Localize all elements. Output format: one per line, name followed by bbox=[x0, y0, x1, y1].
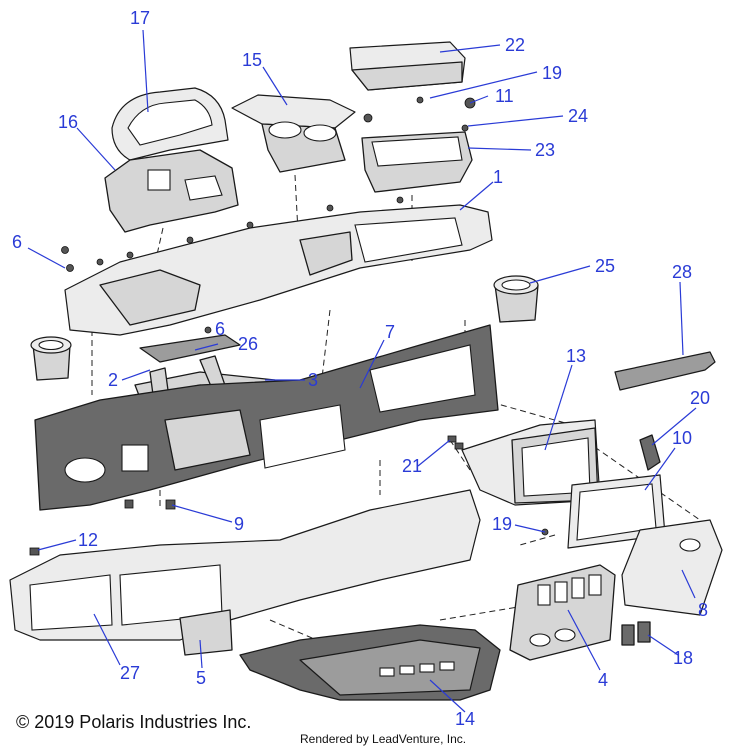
callout-24: 24 bbox=[568, 106, 588, 126]
callout-21: 21 bbox=[402, 456, 422, 476]
part-20-latch bbox=[639, 434, 661, 471]
part-4-switch-panel bbox=[509, 564, 616, 661]
callout-14: 14 bbox=[455, 709, 475, 729]
callout-15: 15 bbox=[242, 50, 262, 70]
callout-28: 28 bbox=[672, 262, 692, 282]
callout-19: 19 bbox=[542, 63, 562, 83]
copyright-notice: © 2019 Polaris Industries Inc. bbox=[16, 712, 252, 732]
part-7-main-dash-frame bbox=[34, 324, 499, 511]
callout-4: 4 bbox=[598, 670, 608, 690]
part-22-storage-lid bbox=[349, 41, 466, 91]
part-8-glove-box-door bbox=[621, 519, 723, 616]
callout-numbers: 17 22 15 19 11 24 16 23 1 6 25 28 7 6 26… bbox=[12, 8, 710, 729]
callout-11: 11 bbox=[495, 86, 514, 106]
callout-10: 10 bbox=[672, 428, 692, 448]
part-17-gauge-bezel bbox=[111, 87, 229, 161]
callout-22: 22 bbox=[505, 35, 525, 55]
callout-8: 8 bbox=[698, 600, 708, 620]
callout-26: 26 bbox=[238, 334, 258, 354]
part-18-switches bbox=[621, 621, 651, 646]
callout-1: 1 bbox=[493, 167, 503, 187]
callout-7: 7 bbox=[385, 322, 395, 342]
part-1-upper-dash bbox=[64, 196, 493, 336]
part-16-gauge-housing bbox=[104, 149, 239, 233]
callout-19b: 19 bbox=[492, 514, 512, 534]
callout-18: 18 bbox=[673, 648, 693, 668]
callout-3: 3 bbox=[308, 370, 318, 390]
part-5-lower-dash bbox=[9, 489, 481, 656]
callout-13: 13 bbox=[566, 346, 586, 366]
callout-6b: 6 bbox=[215, 319, 225, 339]
part-13-glove-box-bin bbox=[461, 419, 601, 506]
part-15-upper-cupholder bbox=[231, 94, 356, 173]
rendered-by-credit: Rendered by LeadVenture, Inc. bbox=[300, 732, 467, 746]
callout-12: 12 bbox=[78, 530, 98, 550]
callout-27: 27 bbox=[120, 663, 140, 683]
callout-25: 25 bbox=[595, 256, 615, 276]
callout-23: 23 bbox=[535, 140, 555, 160]
callout-2: 2 bbox=[108, 370, 118, 390]
part-23-storage-bin bbox=[361, 96, 476, 193]
part-cupholder-left bbox=[30, 336, 72, 381]
part-25-cupholder-right bbox=[493, 275, 539, 323]
callout-17: 17 bbox=[130, 8, 150, 28]
part-28-trim-strip bbox=[614, 351, 716, 391]
callout-16: 16 bbox=[58, 112, 78, 132]
part-14-lower-skid-panel bbox=[239, 624, 501, 701]
callout-20: 20 bbox=[690, 388, 710, 408]
callout-6: 6 bbox=[12, 232, 22, 252]
callout-leader-lines bbox=[27, 29, 697, 713]
callout-9: 9 bbox=[234, 514, 244, 534]
part-26-bracket-plate bbox=[139, 326, 241, 363]
callout-5: 5 bbox=[196, 668, 206, 688]
